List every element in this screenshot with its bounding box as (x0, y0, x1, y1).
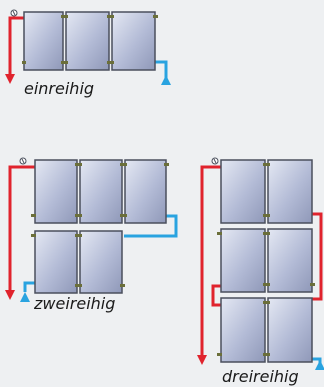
collector-panel (23, 11, 64, 71)
flow-arrow-down (5, 74, 15, 84)
collector-panel (34, 159, 78, 224)
collector-panel (65, 11, 110, 71)
collector-panel (111, 11, 156, 71)
flow-arrow-up (20, 292, 30, 302)
hot-pipe (8, 16, 24, 74)
hot-pipe (200, 165, 221, 355)
three-rows-connectors (217, 163, 315, 356)
single-row-label: einreihig (24, 79, 95, 98)
flow-arrow-up (161, 75, 171, 85)
flow-arrow-down (197, 355, 207, 365)
two-rows-collectors (34, 159, 167, 294)
sensor-icon (211, 157, 219, 165)
three-rows-collectors (220, 159, 313, 363)
cold-pipe (23, 281, 35, 292)
collector-panel (79, 159, 123, 224)
two-rows-diagram (5, 157, 178, 302)
two-rows-pipes (8, 165, 178, 292)
collector-panel (220, 297, 266, 363)
three-rows-label: dreireihig (222, 367, 299, 386)
collector-panel (79, 230, 123, 294)
hot-connecting-pipe (312, 212, 323, 301)
hot-connecting-pipe (211, 284, 221, 307)
collector-panel (220, 228, 266, 293)
collector-panel (267, 159, 313, 224)
collector-panel (267, 228, 313, 293)
single-row-connectors (22, 15, 158, 64)
single-row-collectors (23, 11, 156, 71)
flow-arrow-down (5, 290, 15, 300)
two-rows-label: zweireihig (34, 294, 116, 313)
sensor-icon (10, 9, 18, 17)
flow-arrow-up (315, 360, 324, 370)
collector-panel (34, 230, 78, 294)
collector-panel (124, 159, 167, 224)
single-row-diagram (5, 9, 171, 85)
three-rows-diagram (197, 157, 324, 370)
collector-panel (267, 297, 313, 363)
two-rows-connectors (31, 163, 169, 287)
sensor-icon (19, 157, 27, 165)
collector-panel (220, 159, 266, 224)
connecting-pipe (124, 214, 178, 238)
hot-pipe (8, 165, 35, 290)
three-rows-pipes (200, 165, 323, 366)
